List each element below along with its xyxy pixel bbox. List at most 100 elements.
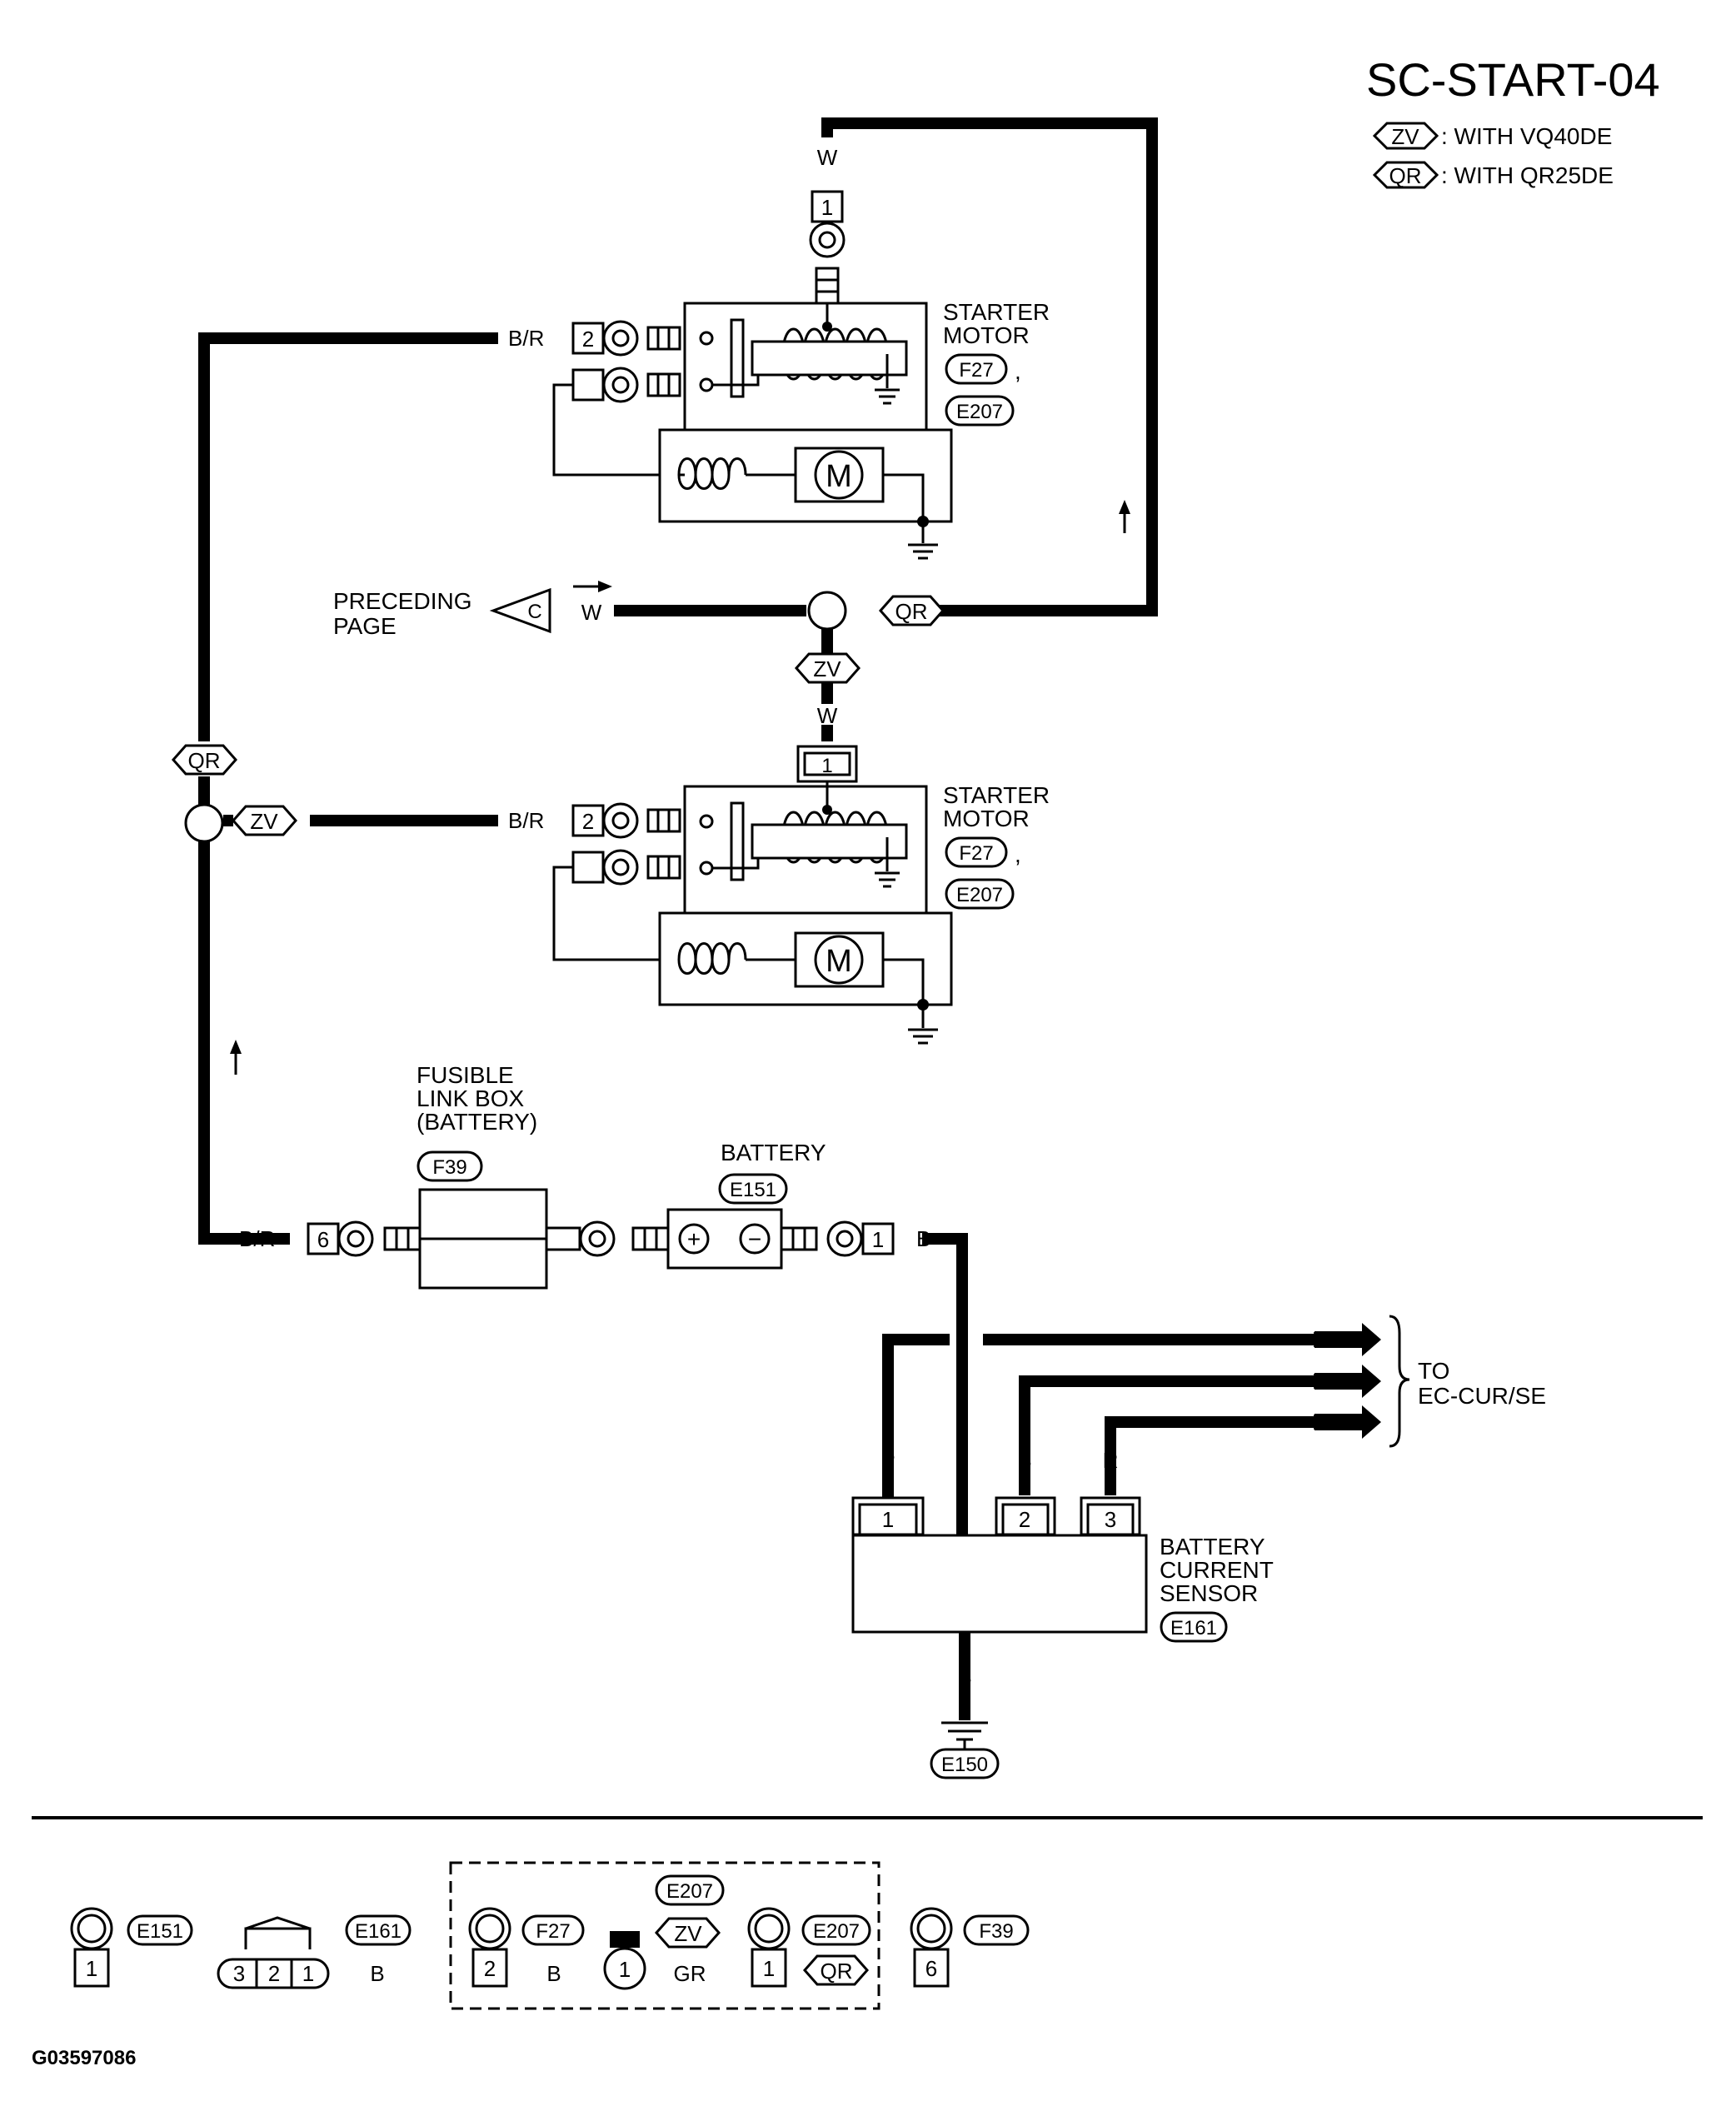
legend-zv: ZV : WITH VQ40DE bbox=[1372, 122, 1612, 150]
zv-tag-upper: ZV bbox=[794, 652, 861, 684]
svg-text:E207: E207 bbox=[666, 1880, 713, 1903]
starter-top-conn-e207: E207 bbox=[945, 395, 1015, 427]
svg-text:E161: E161 bbox=[355, 1920, 402, 1943]
wire-label-w-low: W bbox=[817, 703, 838, 728]
connector-view-f39: 6 F39 bbox=[910, 1907, 1030, 1988]
svg-text:1: 1 bbox=[872, 1227, 884, 1252]
battery-minus: − bbox=[748, 1226, 761, 1252]
wires bbox=[198, 117, 1314, 1720]
svg-text:ZV: ZV bbox=[674, 1921, 702, 1946]
svg-text:3: 3 bbox=[233, 1961, 245, 1986]
flow-arrow-up-left bbox=[230, 1040, 242, 1075]
svg-text:C: C bbox=[527, 601, 541, 623]
fusible-line3: (BATTERY) bbox=[417, 1109, 537, 1135]
br-wire-trunk-top bbox=[198, 332, 498, 741]
wire-label-p-pin: P bbox=[880, 1448, 895, 1473]
svg-text:1: 1 bbox=[86, 1956, 97, 1981]
sensor-line1: BATTERY bbox=[1160, 1534, 1265, 1560]
r-wire-out bbox=[1105, 1416, 1314, 1483]
wire-label-b-out: B bbox=[1312, 1369, 1326, 1394]
sensor-line2: CURRENT bbox=[1160, 1557, 1274, 1583]
splice-w bbox=[807, 591, 847, 631]
motor-symbol: M bbox=[826, 459, 852, 494]
svg-text:2: 2 bbox=[484, 1956, 496, 1981]
svg-text:QR: QR bbox=[895, 599, 928, 624]
starter-top-name1: STARTER bbox=[943, 299, 1050, 325]
splice-br bbox=[184, 803, 224, 843]
fusible-conn-f39: F39 bbox=[417, 1150, 483, 1182]
wire-label-r-out: R bbox=[1312, 1410, 1328, 1435]
w-wire-top-loop bbox=[821, 117, 1158, 616]
wire-label-br-mid: B/R bbox=[508, 808, 544, 833]
starter-bottom-comma: , bbox=[1015, 841, 1021, 867]
qr-tag-left: QR bbox=[171, 744, 238, 776]
motor-symbol: M bbox=[826, 944, 852, 979]
destination-line2: EC-CUR/SE bbox=[1418, 1383, 1546, 1409]
wire-label-br-low: B/R bbox=[239, 1226, 275, 1251]
preceding-page-connector: C bbox=[489, 587, 551, 634]
starter-connector-group bbox=[449, 1861, 880, 2010]
preceding-line2: PAGE bbox=[333, 613, 397, 639]
flow-arrow-up-right bbox=[1119, 500, 1130, 533]
starter-top-name2: MOTOR bbox=[943, 322, 1030, 348]
svg-text:B: B bbox=[546, 1961, 561, 1986]
starter-motor-top: 1 2 M bbox=[552, 190, 953, 560]
svg-text:QR: QR bbox=[188, 748, 221, 773]
svg-text:E207: E207 bbox=[813, 1920, 860, 1943]
svg-text:F27: F27 bbox=[959, 359, 993, 382]
battery-name: BATTERY bbox=[721, 1140, 826, 1165]
svg-text:3: 3 bbox=[1105, 1507, 1116, 1532]
battery: + − 1 bbox=[631, 1208, 895, 1270]
svg-text:E150: E150 bbox=[941, 1754, 988, 1776]
wire-label-p-out: P bbox=[1312, 1327, 1326, 1352]
zv-tag-left: ZV bbox=[231, 805, 298, 836]
figure-code: G03597086 bbox=[32, 2047, 136, 2069]
sensor-conn-e161: E161 bbox=[1160, 1611, 1228, 1643]
svg-text:B: B bbox=[370, 1961, 384, 1986]
starter-motor-bottom: 1 2 M bbox=[552, 745, 953, 1045]
connector-view-e207-zv: E207 ZV 1 GR bbox=[603, 1874, 725, 1990]
svg-text:E161: E161 bbox=[1170, 1617, 1217, 1639]
legend-qr: QR : WITH QR25DE bbox=[1372, 161, 1614, 189]
svg-text:1: 1 bbox=[619, 1957, 631, 1982]
wire-label-b-pin: B bbox=[1017, 1448, 1031, 1473]
svg-text:1: 1 bbox=[763, 1956, 775, 1981]
b-wire-out bbox=[1019, 1375, 1314, 1483]
zv-tag-text: ZV bbox=[1391, 124, 1419, 149]
svg-text:E207: E207 bbox=[956, 884, 1003, 906]
terminal-stud bbox=[815, 267, 840, 305]
svg-text:F27: F27 bbox=[959, 842, 993, 865]
starter-top-conn-f27: F27 bbox=[945, 353, 1008, 385]
starter-top-comma: , bbox=[1015, 358, 1021, 384]
battery-plus: + bbox=[687, 1226, 701, 1252]
svg-text:2: 2 bbox=[582, 809, 594, 834]
destination-line1: TO bbox=[1418, 1358, 1449, 1384]
pin-box bbox=[811, 190, 844, 223]
connector-view-f27: 2 F27 B bbox=[468, 1907, 585, 1988]
starter-bottom-conn-f27: F27 bbox=[945, 836, 1008, 868]
starter-bottom-conn-e207: E207 bbox=[945, 878, 1015, 910]
svg-text:2: 2 bbox=[1019, 1507, 1030, 1532]
pin-number: 2 bbox=[582, 327, 594, 352]
qr-tag-shape bbox=[1372, 161, 1439, 189]
ground-symbol bbox=[941, 1721, 988, 1749]
starter-bottom-name1: STARTER bbox=[943, 782, 1050, 808]
pin-number: 1 bbox=[821, 195, 833, 220]
sensor-line3: SENSOR bbox=[1160, 1580, 1258, 1606]
connector-view-e161: 3 2 1 E161 B bbox=[217, 1914, 412, 1989]
fusible-link-box: 6 bbox=[307, 1188, 616, 1290]
zv-tag-shape bbox=[1372, 122, 1439, 150]
starter-bottom-name2: MOTOR bbox=[943, 806, 1030, 831]
qr-tag-upper: QR bbox=[878, 595, 945, 626]
wire-label-b-batt: B bbox=[916, 1226, 930, 1251]
svg-text:E151: E151 bbox=[137, 1920, 183, 1943]
wire-label-w-mid: W bbox=[581, 600, 602, 625]
b-wire-battery bbox=[922, 1233, 968, 1535]
fusible-line2: LINK BOX bbox=[417, 1085, 524, 1111]
wire-label-r-pin: R bbox=[1103, 1448, 1119, 1473]
page-id: SC-START-04 bbox=[1366, 53, 1660, 106]
battery-conn-e151: E151 bbox=[718, 1173, 788, 1205]
svg-text:1: 1 bbox=[821, 755, 832, 777]
svg-text:6: 6 bbox=[925, 1956, 937, 1981]
